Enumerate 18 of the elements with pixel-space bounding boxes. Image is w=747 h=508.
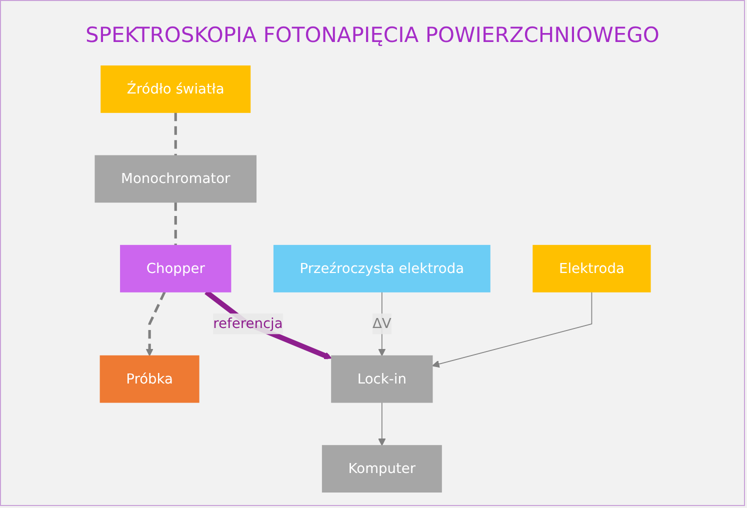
diagram-title: SPEKTROSKOPIA FOTONAPIĘCIA POWIERZCHNIOWEGO — [86, 23, 660, 47]
connector — [174, 202, 177, 246]
connector — [174, 112, 177, 156]
node-box: Monochromator — [94, 155, 256, 203]
node-box: Komputer — [322, 445, 442, 493]
node-box: Lock-in — [330, 355, 432, 403]
node-box: Źródło światła — [100, 65, 250, 113]
arrow — [432, 292, 592, 368]
arrow — [378, 292, 386, 356]
node-box: Chopper — [120, 244, 231, 292]
arrow — [378, 402, 386, 446]
edge-label: referencja — [212, 315, 283, 332]
edge-label: ΔV — [372, 315, 392, 332]
node-box: Próbka — [100, 355, 200, 403]
arrow — [204, 290, 332, 360]
node-box: Elektroda — [532, 244, 651, 292]
node-box: Przeźroczysta elektroda — [273, 244, 490, 292]
arrow — [146, 291, 166, 356]
